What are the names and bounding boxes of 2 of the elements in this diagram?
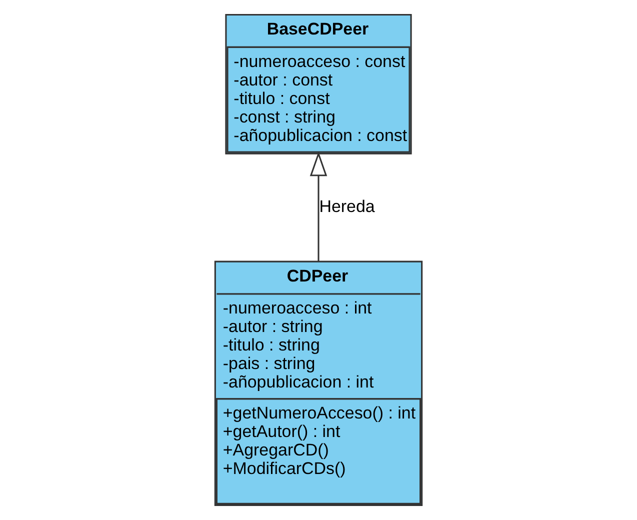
edge-label: Hereda: [319, 196, 375, 216]
arrow: [310, 151, 328, 262]
